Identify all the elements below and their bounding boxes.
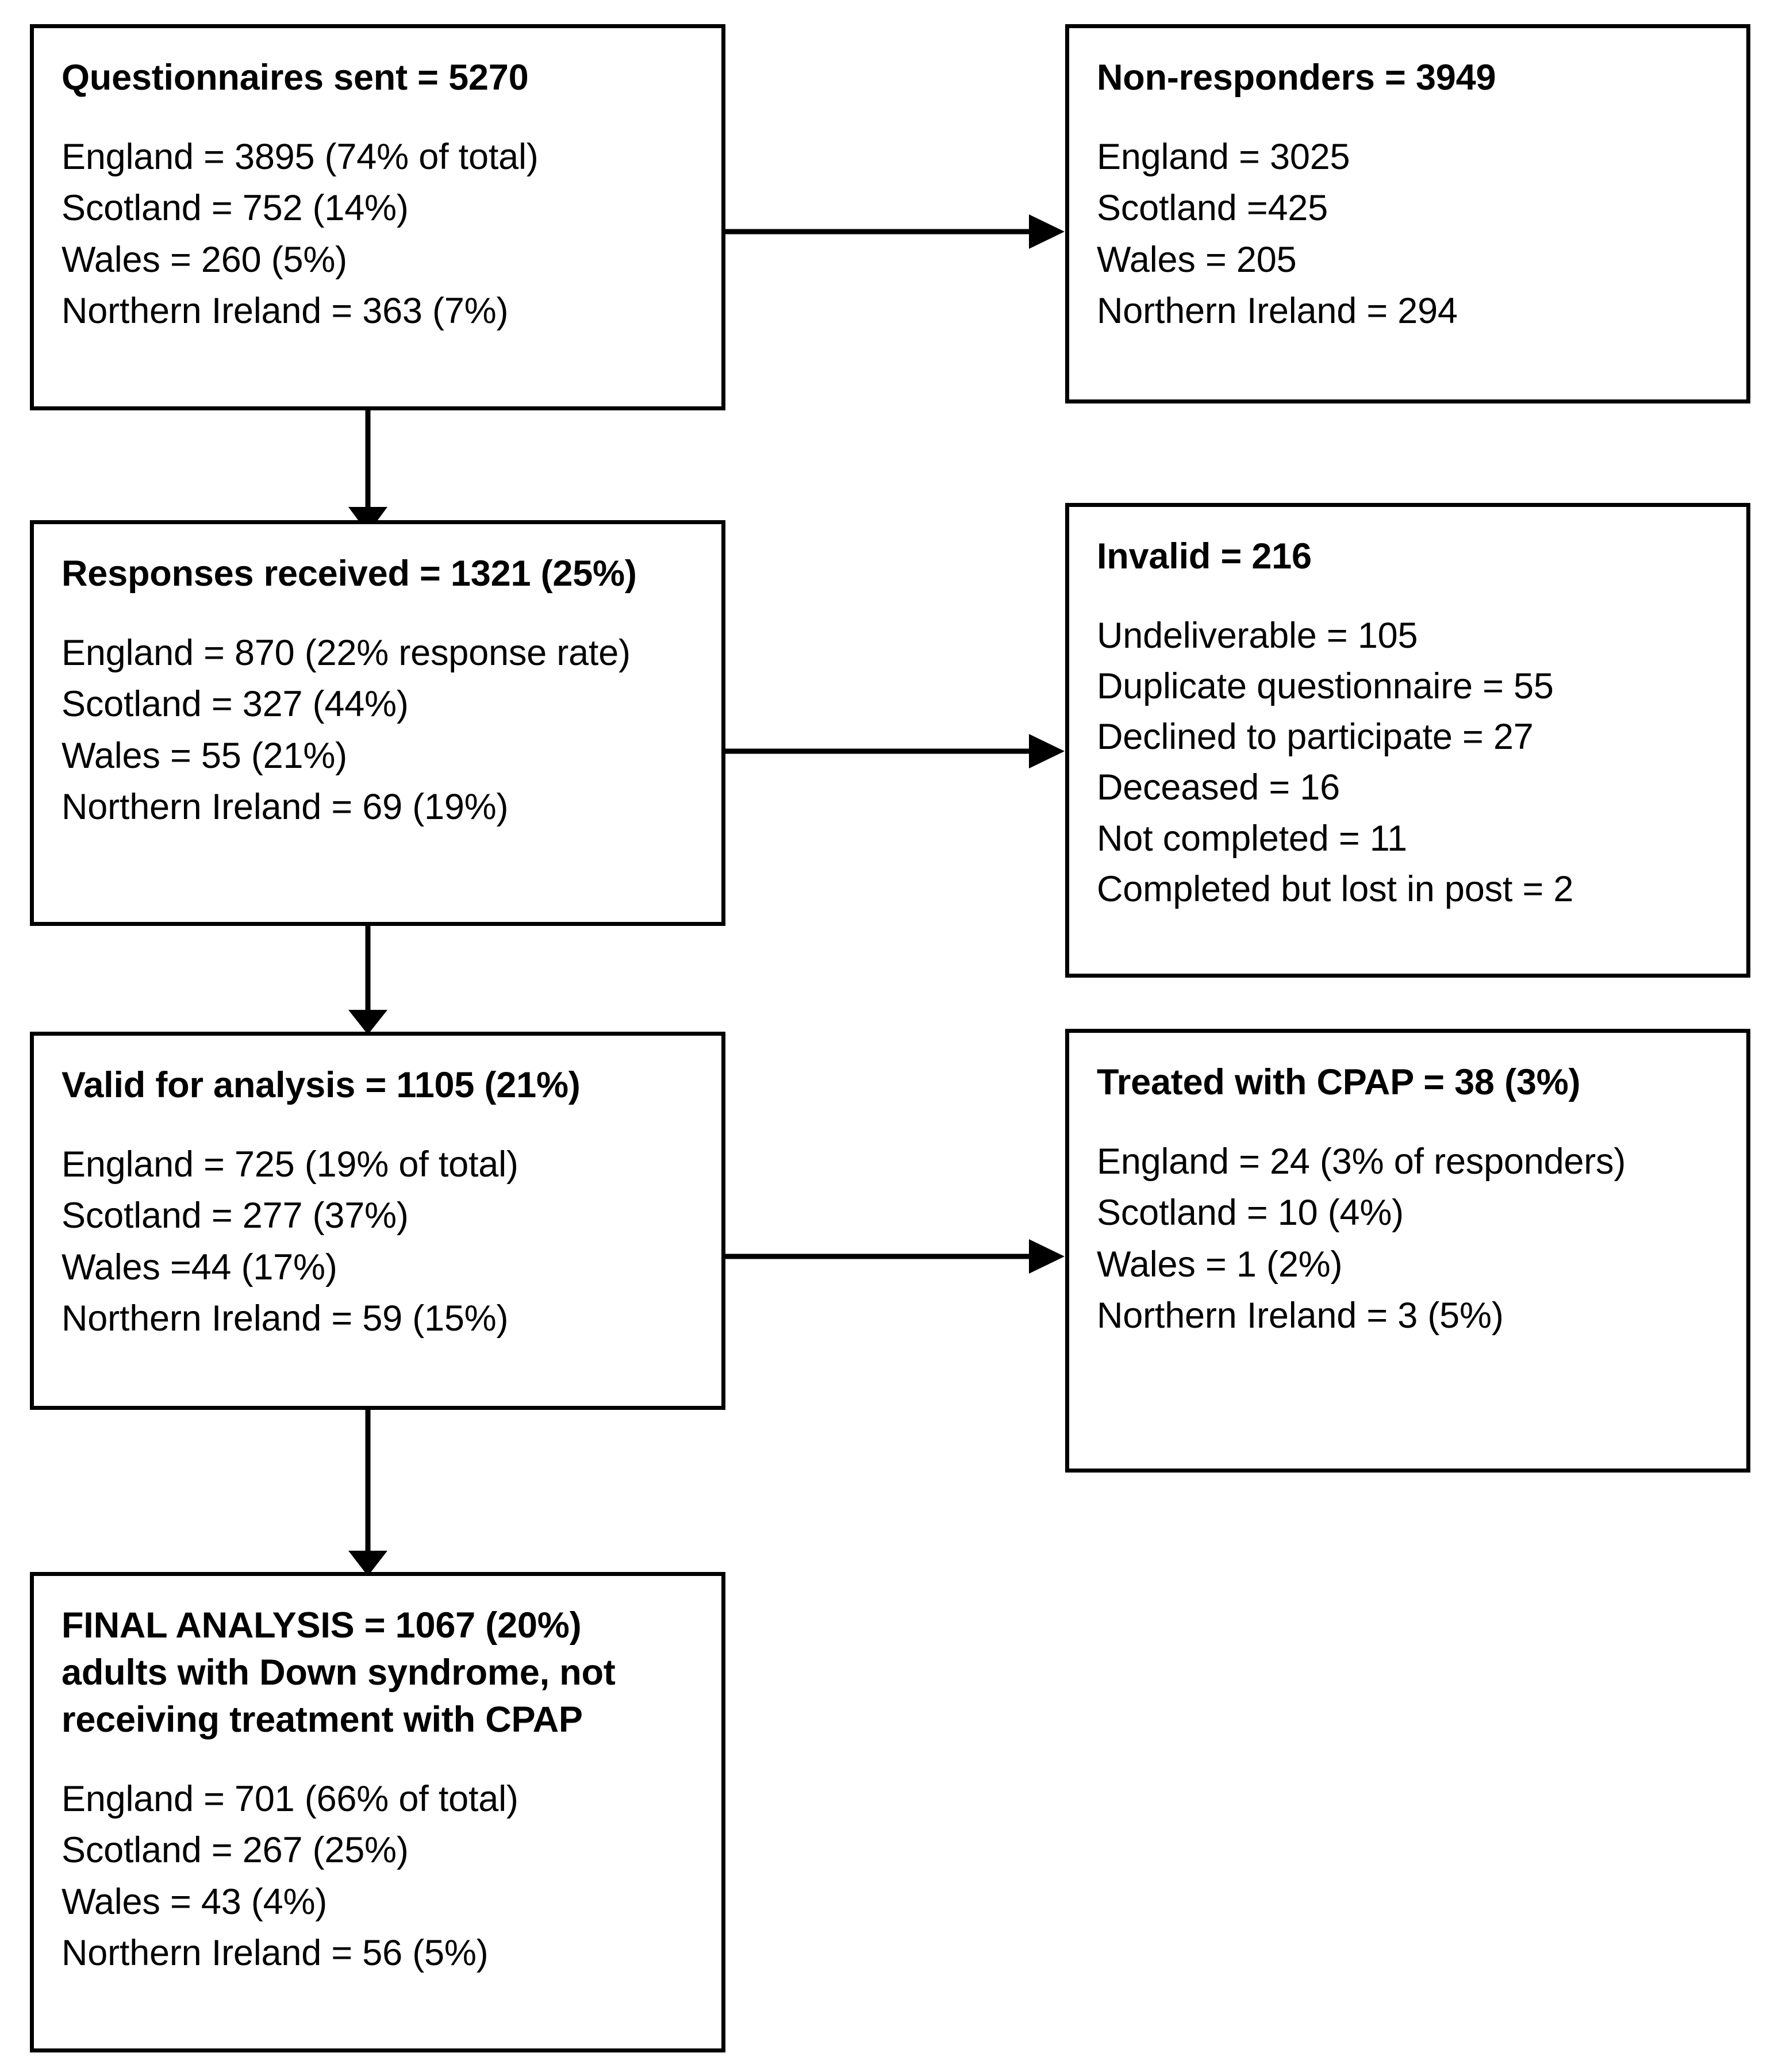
arrow-responses-to-valid xyxy=(348,925,387,1035)
node-detail-line: England = 24 (3% of responders) xyxy=(1097,1141,1626,1182)
node-detail-list: England = 3025 Scotland =425 Wales = 205… xyxy=(1097,132,1727,337)
node-title: Valid for analysis = 1105 (21%) xyxy=(62,1065,581,1105)
node-detail-line: Wales = 205 xyxy=(1097,239,1297,280)
node-detail-line: England = 3025 xyxy=(1097,136,1350,177)
node-detail-line: Northern Ireland = 59 (15%) xyxy=(62,1298,509,1339)
node-title: Questionnaires sent = 5270 xyxy=(62,57,529,98)
node-detail-line: Completed but lost in post = 2 xyxy=(1097,868,1574,909)
node-detail-list: England = 725 (19% of total) Scotland = … xyxy=(62,1139,702,1345)
node-detail-line: England = 701 (66% of total) xyxy=(62,1778,518,1819)
node-detail-line: Northern Ireland = 69 (19%) xyxy=(62,787,509,828)
node-detail-line: Deceased = 16 xyxy=(1097,767,1340,808)
node-questionnaires-sent[interactable]: Questionnaires sent = 5270 England = 389… xyxy=(30,24,725,410)
node-detail-list: England = 24 (3% of responders) Scotland… xyxy=(1097,1136,1727,1342)
node-invalid[interactable]: Invalid = 216 Undeliverable = 105 Duplic… xyxy=(1065,503,1750,978)
node-detail-line: Wales = 55 (21%) xyxy=(62,735,347,776)
node-detail-line: Wales =44 (17%) xyxy=(62,1247,337,1287)
node-detail-line: Northern Ireland = 56 (5%) xyxy=(62,1933,489,1974)
node-title: Responses received = 1321 (25%) xyxy=(62,553,637,594)
node-detail-line: England = 725 (19% of total) xyxy=(62,1144,518,1185)
node-detail-line: Scotland = 327 (44%) xyxy=(62,684,409,725)
node-title: Invalid = 216 xyxy=(1097,536,1312,576)
node-detail-line: Declined to participate = 27 xyxy=(1097,717,1534,758)
node-title: FINAL ANALYSIS = 1067 (20%) adults with … xyxy=(62,1605,616,1740)
node-detail-line: Scotland = 10 (4%) xyxy=(1097,1193,1404,1233)
arrow-responses-to-invalid xyxy=(698,734,1065,768)
node-detail-line: England = 870 (22% response rate) xyxy=(62,632,631,673)
node-detail-line: Duplicate questionnaire = 55 xyxy=(1097,666,1554,707)
node-detail-line: Scotland = 277 (37%) xyxy=(62,1195,409,1236)
node-detail-line: Not completed = 11 xyxy=(1097,818,1407,859)
node-title: Non-responders = 3949 xyxy=(1097,57,1496,98)
node-detail-line: Wales = 260 (5%) xyxy=(62,239,347,280)
node-detail-line: Scotland = 267 (25%) xyxy=(62,1830,409,1871)
node-detail-line: Undeliverable = 105 xyxy=(1097,615,1418,656)
arrow-valid-to-final xyxy=(348,1409,387,1576)
node-detail-line: Scotland = 752 (14%) xyxy=(62,188,409,229)
node-detail-list: England = 3895 (74% of total) Scotland =… xyxy=(62,132,702,337)
node-non-responders[interactable]: Non-responders = 3949 England = 3025 Sco… xyxy=(1065,24,1750,403)
node-detail-line: Northern Ireland = 363 (7%) xyxy=(62,291,509,332)
node-treated-with-cpap[interactable]: Treated with CPAP = 38 (3%) England = 24… xyxy=(1065,1029,1750,1473)
node-valid-for-analysis[interactable]: Valid for analysis = 1105 (21%) England … xyxy=(30,1032,725,1410)
node-detail-line: Northern Ireland = 294 xyxy=(1097,291,1458,332)
node-final-analysis[interactable]: FINAL ANALYSIS = 1067 (20%) adults with … xyxy=(30,1572,725,2052)
node-detail-list: Undeliverable = 105 Duplicate questionna… xyxy=(1097,610,1727,914)
node-responses-received[interactable]: Responses received = 1321 (25%) England … xyxy=(30,520,725,926)
node-detail-line: Wales = 1 (2%) xyxy=(1097,1244,1343,1285)
arrow-sent-to-responses xyxy=(348,409,387,533)
node-detail-line: Wales = 43 (4%) xyxy=(62,1881,328,1922)
node-detail-line: England = 3895 (74% of total) xyxy=(62,136,539,177)
node-detail-list: England = 701 (66% of total) Scotland = … xyxy=(62,1774,702,1979)
arrow-valid-to-cpap xyxy=(698,1239,1065,1274)
node-detail-list: England = 870 (22% response rate) Scotla… xyxy=(62,628,702,833)
node-detail-line: Northern Ireland = 3 (5%) xyxy=(1097,1296,1504,1336)
arrow-sent-to-nonresponders xyxy=(702,214,1065,249)
node-title: Treated with CPAP = 38 (3%) xyxy=(1097,1062,1581,1102)
node-detail-line: Scotland =425 xyxy=(1097,188,1328,229)
